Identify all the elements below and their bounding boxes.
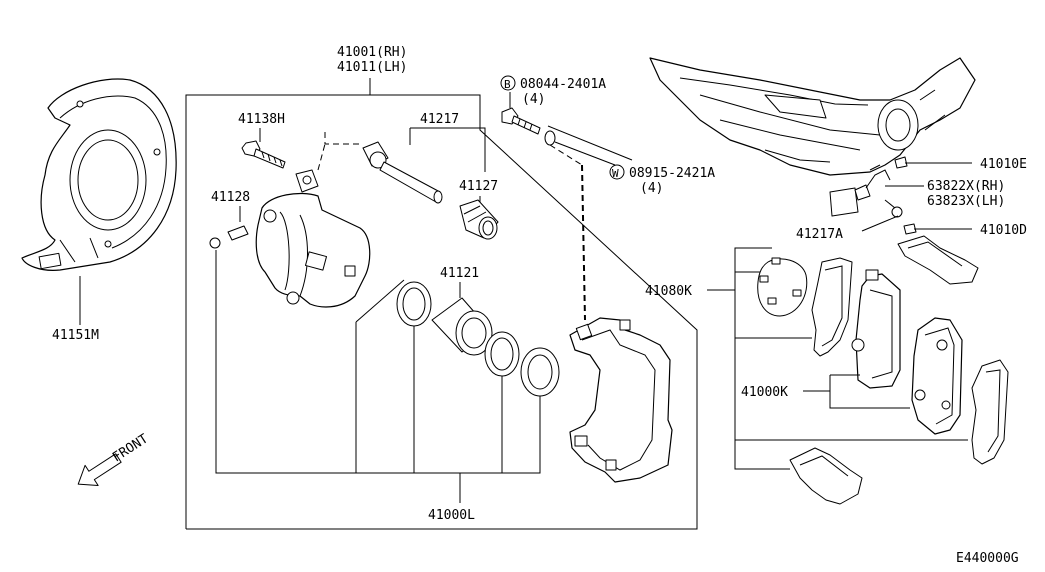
label-41138h: 41138H bbox=[238, 112, 285, 127]
torque-member-part bbox=[569, 317, 673, 483]
sensor-bracket-part bbox=[894, 156, 908, 169]
label-41010e: 41010E bbox=[980, 157, 1027, 172]
washer-w-icon: W bbox=[612, 167, 619, 180]
label-41128: 41128 bbox=[211, 190, 250, 205]
pad-shim-plate-part bbox=[811, 257, 853, 357]
caliper-body-part bbox=[255, 169, 371, 308]
label-sensor-lh: 63823X(LH) bbox=[927, 194, 1005, 209]
label-41010d: 41010D bbox=[980, 223, 1027, 238]
caliper-assembly-frame bbox=[185, 78, 698, 530]
dust-seal-part bbox=[484, 331, 520, 377]
lower-pad-clip-part bbox=[789, 447, 863, 505]
guide-pin-part bbox=[362, 141, 443, 204]
label-41151m: 41151M bbox=[52, 328, 99, 343]
wear-sensor-part bbox=[829, 164, 903, 218]
label-sensor-rh: 63822X(RH) bbox=[927, 179, 1005, 194]
label-bolt-08044: 08044-2401A bbox=[520, 77, 606, 92]
clip-bolt-part bbox=[903, 223, 917, 235]
seal-kit-leaders bbox=[215, 250, 541, 503]
outer-brake-pad-part bbox=[911, 317, 963, 435]
boot-seal-part bbox=[520, 347, 560, 397]
label-41217a: 41217A bbox=[796, 227, 843, 242]
bleeder-screw-part bbox=[209, 225, 249, 249]
label-41080k: 41080K bbox=[645, 284, 692, 299]
outer-shim-plate-part bbox=[971, 359, 1009, 465]
label-caliper-rh: 41001(RH) bbox=[337, 45, 407, 60]
anti-squeal-shim-part bbox=[757, 257, 808, 317]
caliper-bolt-part bbox=[241, 140, 286, 169]
piston-seal-part bbox=[396, 281, 432, 327]
diagram-code: E440000G bbox=[956, 551, 1019, 566]
label-41127: 41127 bbox=[459, 179, 498, 194]
label-41000k: 41000K bbox=[741, 385, 788, 400]
mounting-bolt-part bbox=[501, 107, 541, 135]
upper-pad-clip-part bbox=[897, 235, 979, 285]
washer-part bbox=[544, 130, 556, 146]
label-front: FRONT bbox=[110, 431, 151, 465]
label-caliper-lh: 41011(LH) bbox=[337, 60, 407, 75]
label-41121: 41121 bbox=[440, 266, 479, 281]
label-washer-qty: (4) bbox=[640, 181, 663, 196]
label-bolt-qty: (4) bbox=[522, 92, 545, 107]
baffle-plate-part bbox=[21, 78, 177, 271]
label-41000l: 41000L bbox=[428, 508, 475, 523]
vehicle-front-illustration bbox=[649, 57, 976, 176]
label-41217: 41217 bbox=[420, 112, 459, 127]
pin-boot-part bbox=[459, 199, 499, 240]
inner-brake-pad-part bbox=[851, 269, 901, 389]
piston-part bbox=[431, 297, 493, 356]
label-washer-08915: 08915-2421A bbox=[629, 166, 715, 181]
bolt-b-icon: B bbox=[504, 78, 511, 91]
front-direction-arrow-icon bbox=[77, 453, 122, 487]
